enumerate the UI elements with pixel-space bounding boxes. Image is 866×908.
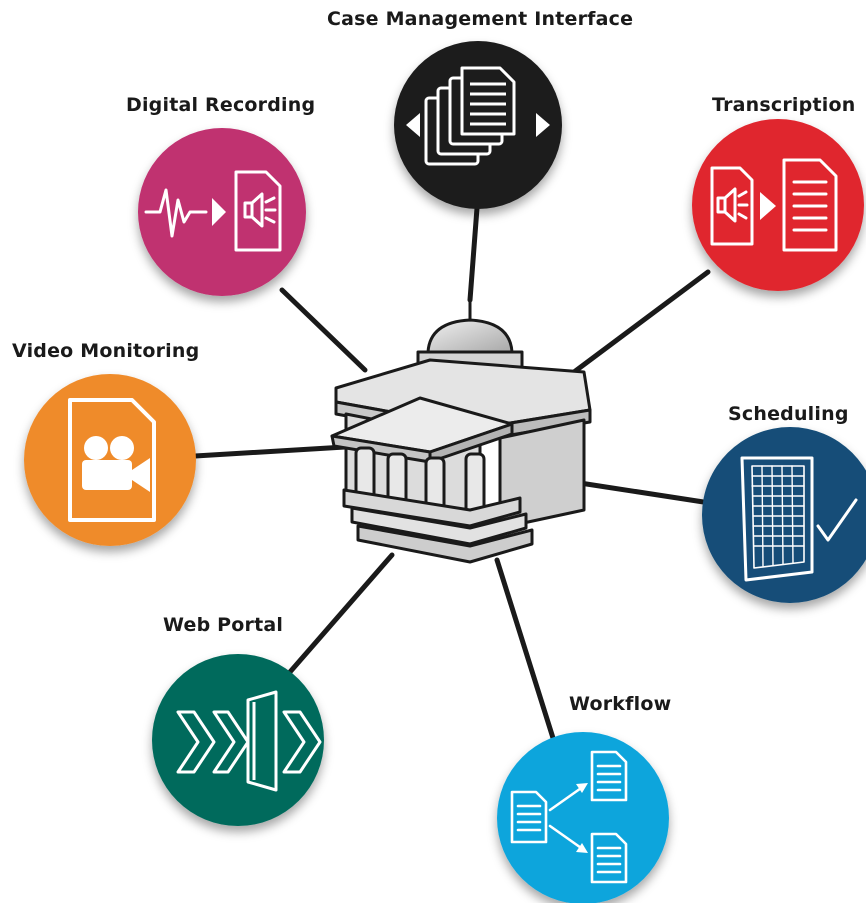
documents-stack-icon [406, 66, 550, 166]
connector-scheduling [577, 480, 713, 506]
connector-transcription [567, 269, 711, 378]
node-digital-recording[interactable] [138, 128, 306, 296]
label-video-monitoring: Video Monitoring [12, 340, 200, 362]
connector-case [467, 192, 481, 303]
connector-lines [192, 192, 713, 741]
connector-web [280, 552, 395, 683]
label-scheduling: Scheduling [728, 403, 849, 425]
node-circle [497, 732, 669, 904]
node-scheduling[interactable] [702, 427, 866, 603]
courthouse-icon [330, 298, 592, 564]
node-workflow[interactable] [497, 732, 669, 904]
label-digital-recording: Digital Recording [126, 94, 316, 116]
audio-to-text-file-icon [710, 158, 838, 252]
node-web-portal[interactable] [152, 654, 324, 826]
video-camera-file-icon [68, 398, 156, 522]
waveform-to-audio-file-icon [144, 170, 282, 252]
node-video-monitoring[interactable] [24, 374, 196, 546]
node-circle [152, 654, 324, 826]
calendar-checkmark-icon [740, 456, 858, 582]
portal-door-icon [176, 690, 322, 792]
connector-digital [279, 287, 368, 373]
node-case-management[interactable] [394, 41, 562, 209]
document-flow-icon [510, 750, 628, 884]
label-transcription: Transcription [712, 94, 856, 116]
label-web-portal: Web Portal [163, 614, 284, 636]
label-workflow: Workflow [569, 693, 672, 715]
connector-workflow [494, 557, 556, 741]
node-transcription[interactable] [692, 119, 864, 291]
label-case-management: Case Management Interface [327, 8, 634, 30]
connector-video [192, 444, 348, 459]
